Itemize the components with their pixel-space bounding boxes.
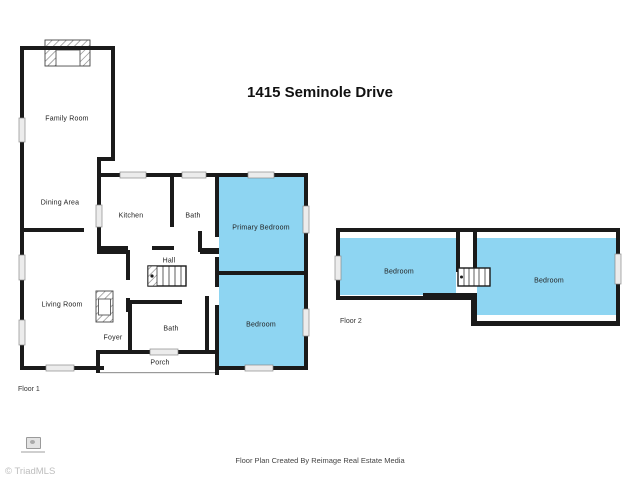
floor2-bedroom-right-area bbox=[477, 238, 616, 315]
room-label-bath-lower: Bath bbox=[163, 325, 179, 333]
room-label-family-room: Family Room bbox=[45, 115, 89, 123]
floor2-highlighted-rooms bbox=[340, 238, 616, 315]
room-label-hall: Hall bbox=[162, 257, 176, 265]
room-label-floor2-bedroom-left: Bedroom bbox=[384, 268, 414, 276]
room-label-porch: Porch bbox=[150, 359, 170, 367]
room-label-bedroom: Bedroom bbox=[246, 321, 276, 329]
credit-text: Floor Plan Created By Reimage Real Estat… bbox=[235, 456, 405, 465]
living-room-fireplace bbox=[95, 290, 114, 323]
plan-title: 1415 Seminole Drive bbox=[247, 84, 393, 101]
floor1-label: Floor 1 bbox=[18, 386, 40, 393]
triadmls-copyright: © TriadMLS bbox=[5, 466, 56, 477]
floor1-windows bbox=[18, 117, 310, 372]
room-label-floor2-bedroom-right: Bedroom bbox=[534, 277, 564, 285]
floor2-label: Floor 2 bbox=[340, 318, 362, 325]
primary-bedroom-area bbox=[219, 177, 304, 271]
room-label-living-room: Living Room bbox=[41, 301, 83, 309]
room-label-primary-bedroom: Primary Bedroom bbox=[232, 224, 290, 232]
room-label-bath-upper: Bath bbox=[185, 212, 201, 220]
floor1-highlighted-rooms bbox=[219, 177, 304, 366]
floor2-windows bbox=[334, 253, 622, 285]
floor1-stairs bbox=[147, 265, 187, 287]
triadmls-logo-icon bbox=[26, 437, 41, 449]
floor2-stairs bbox=[457, 267, 491, 287]
family-room-fireplace bbox=[44, 39, 91, 67]
floor2-plan bbox=[334, 228, 622, 326]
floor2-bedroom-left-area bbox=[340, 238, 456, 295]
room-label-foyer: Foyer bbox=[103, 334, 123, 342]
porch-edge-line bbox=[100, 372, 215, 374]
triadmls-logo-fineprint bbox=[21, 451, 45, 453]
floor1-plan bbox=[18, 39, 310, 375]
room-label-kitchen: Kitchen bbox=[118, 212, 144, 220]
bedroom-area bbox=[219, 275, 304, 366]
room-label-dining-area: Dining Area bbox=[40, 199, 80, 207]
